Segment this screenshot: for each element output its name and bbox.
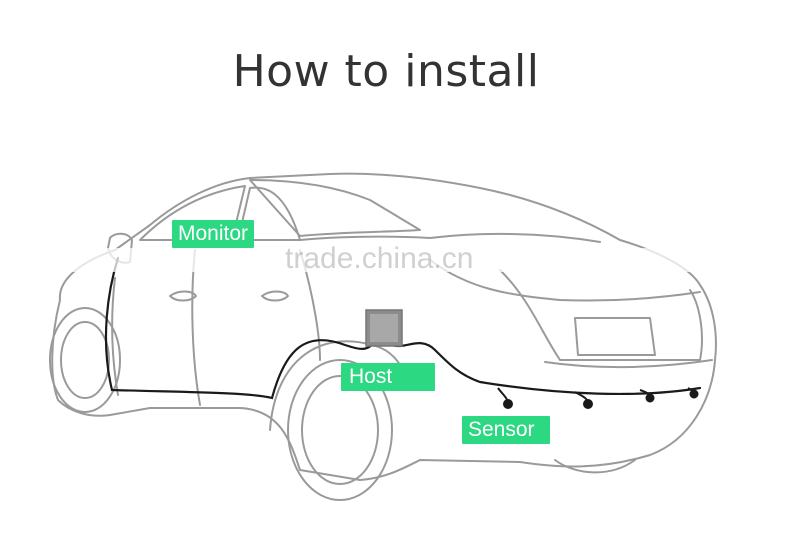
sensor-dot-1 [503, 399, 513, 409]
host-label: Host [341, 363, 435, 391]
cable-main [104, 256, 378, 400]
monitor-label: Monitor [172, 220, 255, 248]
car-body-outline [51, 172, 717, 481]
watermark-text: trade.china.cn [285, 242, 474, 275]
rear-window-outline [249, 179, 421, 237]
page-title: How to install [232, 46, 540, 97]
front-wheel [49, 307, 121, 413]
door-handle-front [169, 290, 197, 302]
sensor-dot-4 [689, 389, 699, 399]
sensor-label: Sensor [462, 416, 550, 444]
door-handle-rear [261, 290, 289, 302]
sensor-dot-3 [645, 393, 655, 403]
license-plate-outline [574, 317, 656, 356]
cable-host-to-rear [390, 342, 702, 396]
rear-wheel [287, 359, 393, 501]
trunk-outline [499, 269, 703, 361]
sensor-dot-2 [583, 399, 593, 409]
watermark-band [55, 248, 715, 272]
side-window-outline [139, 185, 246, 241]
door-window-outline [237, 186, 301, 241]
